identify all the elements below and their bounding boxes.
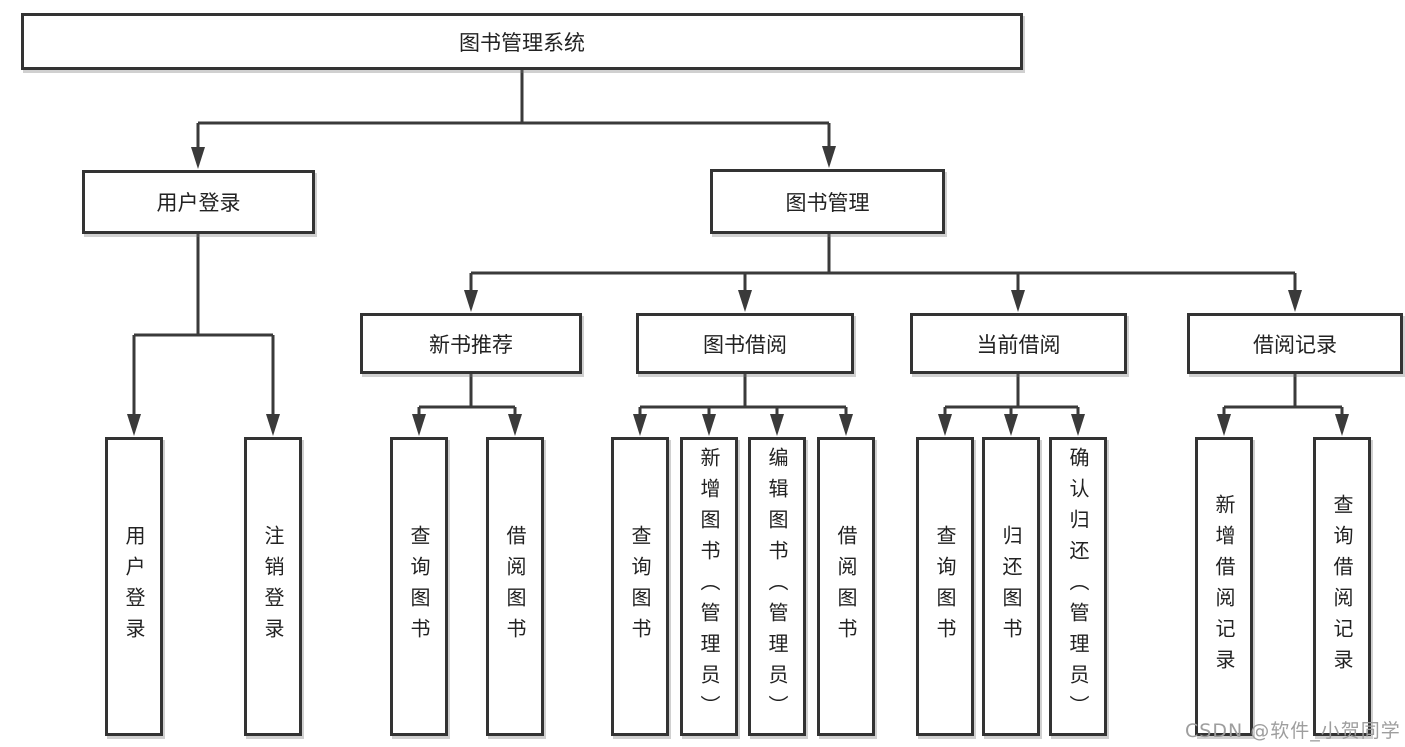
leaf-add-books-admin: 新增图书（管理员） bbox=[680, 437, 738, 736]
node-current-borrowing: 当前借阅 bbox=[910, 313, 1127, 374]
leaf-user-login: 用户登录 bbox=[105, 437, 163, 736]
leaf-edit-books-admin: 编辑图书（管理员） bbox=[748, 437, 806, 736]
leaf-logout: 注销登录 bbox=[244, 437, 302, 736]
leaf-confirm-return-admin: 确认归还（管理员） bbox=[1049, 437, 1107, 736]
node-label: 用户登录 bbox=[122, 524, 146, 649]
arrowhead-icons bbox=[127, 146, 1349, 436]
leaf-borrow-books-borrowing: 借阅图书 bbox=[817, 437, 875, 736]
leaf-query-books-recommend: 查询图书 bbox=[390, 437, 448, 736]
node-label: 新增图书（管理员） bbox=[697, 447, 721, 726]
node-label: 编辑图书（管理员） bbox=[765, 447, 789, 726]
node-label: 查询图书 bbox=[933, 524, 957, 649]
node-label: 用户登录 bbox=[156, 191, 241, 215]
node-label: 确认归还（管理员） bbox=[1066, 447, 1090, 726]
node-label: 新增借阅记录 bbox=[1212, 493, 1236, 680]
node-label: 图书管理 bbox=[785, 190, 870, 215]
node-new-book-recommend: 新书推荐 bbox=[360, 313, 582, 374]
node-label: 归还图书 bbox=[999, 524, 1023, 649]
node-book-management: 图书管理 bbox=[710, 169, 945, 234]
node-label: 新书推荐 bbox=[429, 332, 513, 357]
leaf-return-books: 归还图书 bbox=[982, 437, 1040, 736]
csdn-watermark: CSDN @软件_小贺同学 bbox=[1185, 720, 1401, 742]
node-label: 借阅图书 bbox=[834, 524, 858, 649]
node-borrowing-records: 借阅记录 bbox=[1187, 313, 1403, 374]
leaf-query-borrow-record: 查询借阅记录 bbox=[1313, 437, 1371, 736]
node-label: 查询图书 bbox=[407, 524, 431, 649]
node-label: 注销登录 bbox=[261, 524, 285, 649]
node-label: 借阅图书 bbox=[503, 524, 527, 649]
leaf-query-books-borrowing: 查询图书 bbox=[611, 437, 669, 736]
node-label: 查询图书 bbox=[628, 524, 652, 649]
node-label: 图书借阅 bbox=[703, 332, 787, 357]
node-user-login: 用户登录 bbox=[82, 170, 315, 234]
node-label: 查询借阅记录 bbox=[1330, 493, 1354, 680]
node-book-borrowing: 图书借阅 bbox=[636, 313, 854, 374]
node-label: 当前借阅 bbox=[976, 332, 1061, 357]
leaf-add-borrow-record: 新增借阅记录 bbox=[1195, 437, 1253, 736]
leaf-borrow-books-recommend: 借阅图书 bbox=[486, 437, 544, 736]
node-label: 图书管理系统 bbox=[459, 30, 585, 55]
node-label: 借阅记录 bbox=[1253, 332, 1337, 357]
leaf-query-books-current: 查询图书 bbox=[916, 437, 974, 736]
node-root-library-system: 图书管理系统 bbox=[21, 13, 1023, 70]
